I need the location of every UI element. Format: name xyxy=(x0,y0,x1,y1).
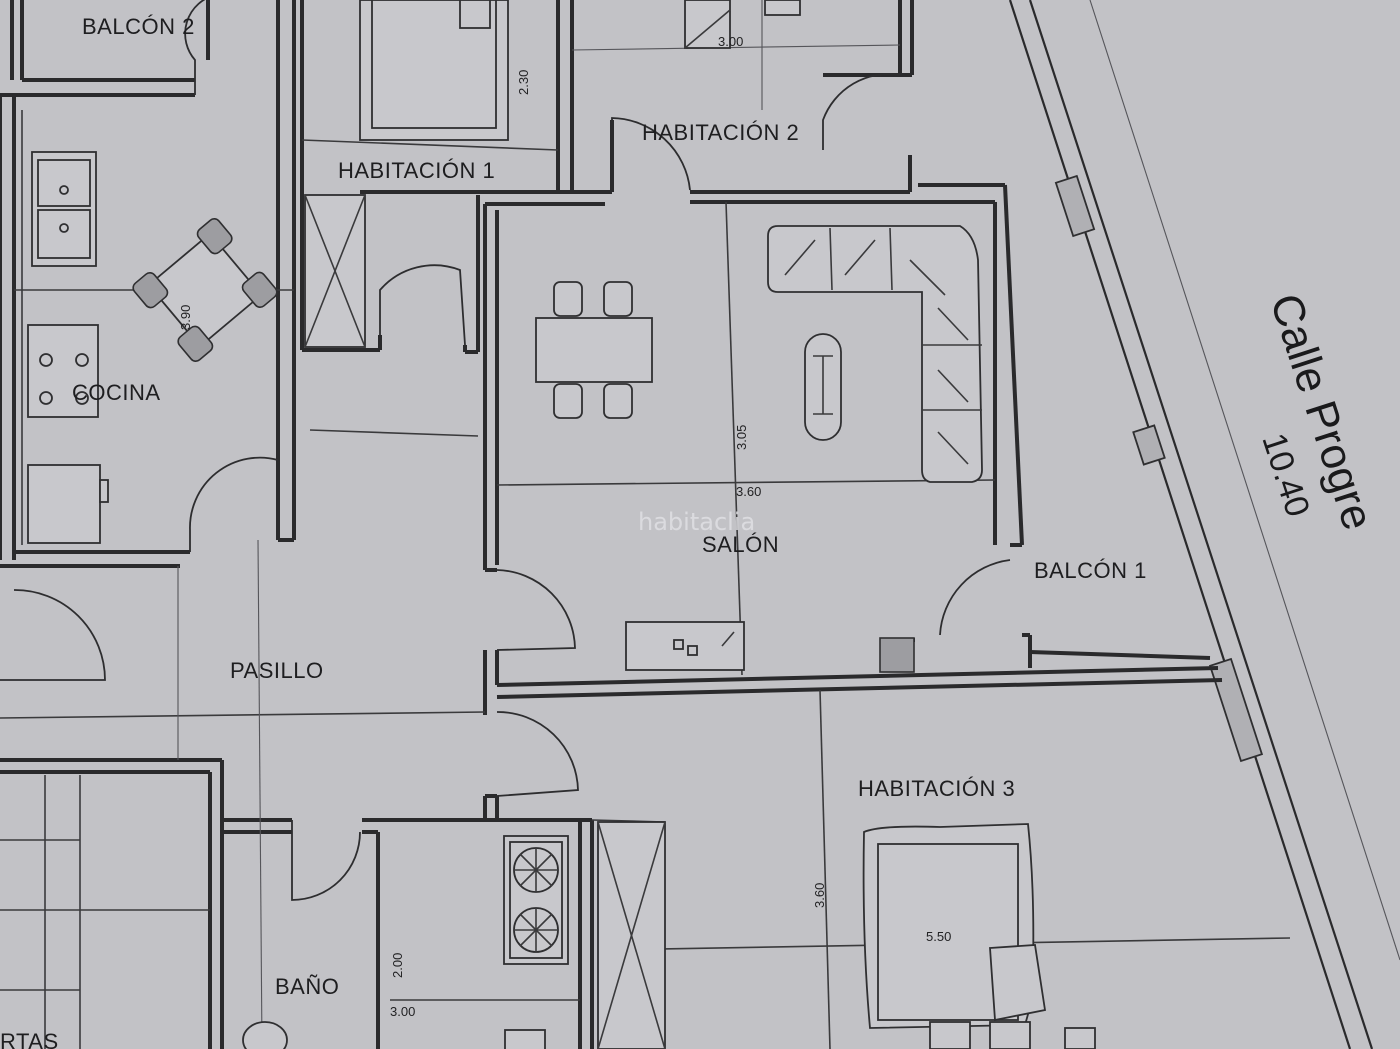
facade-line xyxy=(1008,0,1400,1049)
svg-text:3.00: 3.00 xyxy=(718,34,743,49)
coffee-table xyxy=(804,333,842,441)
puertas-storage xyxy=(0,775,210,1049)
kitchen-counter xyxy=(21,110,109,545)
label-puertas: RTAS xyxy=(0,1029,59,1049)
door-bano xyxy=(291,820,361,901)
dim-hab3-width: 5.50 xyxy=(926,929,951,944)
label-habitacion2: HABITACIÓN 2 xyxy=(642,120,799,145)
svg-text:2.30: 2.30 xyxy=(516,70,531,95)
label-bano: BAÑO xyxy=(275,974,339,999)
dim-bano-depth: 2.00 xyxy=(390,953,405,978)
label-pasillo: PASILLO xyxy=(230,658,324,683)
dim-hab3-depth: 3.60 xyxy=(812,883,827,908)
label-cocina: COCINA xyxy=(72,380,161,405)
door-cocina xyxy=(189,456,279,552)
label-habitacion3: HABITACIÓN 3 xyxy=(858,776,1015,801)
label-balcon2: BALCÓN 2 xyxy=(82,14,195,39)
door-habitacion3 xyxy=(496,711,579,797)
dim-bano-width: 3.00 xyxy=(390,1004,415,1019)
kitchen-fridge xyxy=(27,464,101,544)
walls xyxy=(0,0,1223,1049)
door-habitacion2-closet xyxy=(822,73,901,150)
bed-habitacion1: 2.30 xyxy=(359,0,531,141)
closet-habitacion3 xyxy=(597,821,666,1049)
door-balcon2 xyxy=(184,0,206,95)
door-balcon1 xyxy=(939,559,1011,636)
pillar xyxy=(879,637,915,673)
doors xyxy=(0,0,1011,901)
door-pasillo-left xyxy=(0,589,106,681)
tv-cabinet xyxy=(625,621,745,671)
dim-salon-depth: 3.05 xyxy=(734,425,749,450)
door-habitacion1 xyxy=(379,264,466,346)
label-salon: SALÓN xyxy=(702,532,779,557)
closet-habitacion1 xyxy=(304,194,366,348)
label-habitacion1: HABITACIÓN 1 xyxy=(338,158,495,183)
bathroom-shower xyxy=(242,835,569,1049)
svg-text:3.90: 3.90 xyxy=(178,305,193,330)
dim-salon-width: 3.60 xyxy=(736,484,761,499)
sofa xyxy=(767,225,983,483)
door-salon xyxy=(496,569,576,651)
habitaclia-watermark: habitaclia xyxy=(638,508,755,536)
kitchen-table xyxy=(132,217,278,363)
dining-table xyxy=(535,281,653,419)
label-balcon1: BALCÓN 1 xyxy=(1034,558,1147,583)
habitacion2-furniture: 3.00 xyxy=(684,0,801,49)
bed-habitacion3 xyxy=(862,823,1096,1049)
door-habitacion2 xyxy=(611,117,691,191)
